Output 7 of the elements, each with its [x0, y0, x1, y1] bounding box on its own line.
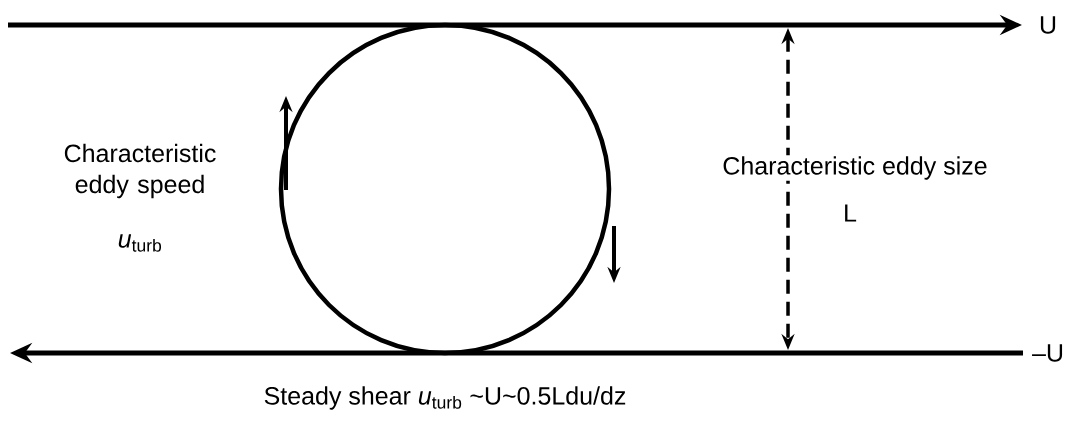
speed-label: Characteristic eddy speed [64, 143, 216, 199]
shear-label: Steady shear u$_{turb}$ ~U~0.5Ldu/dz [264, 386, 626, 410]
symbol-label: L [845, 204, 857, 222]
velocity-label: U [1040, 16, 1056, 34]
symbol-label: u$_{turb}$ [118, 234, 162, 252]
size-label: Characteristic eddy size [721, 155, 989, 181]
velocity-label: –U [1032, 344, 1063, 362]
